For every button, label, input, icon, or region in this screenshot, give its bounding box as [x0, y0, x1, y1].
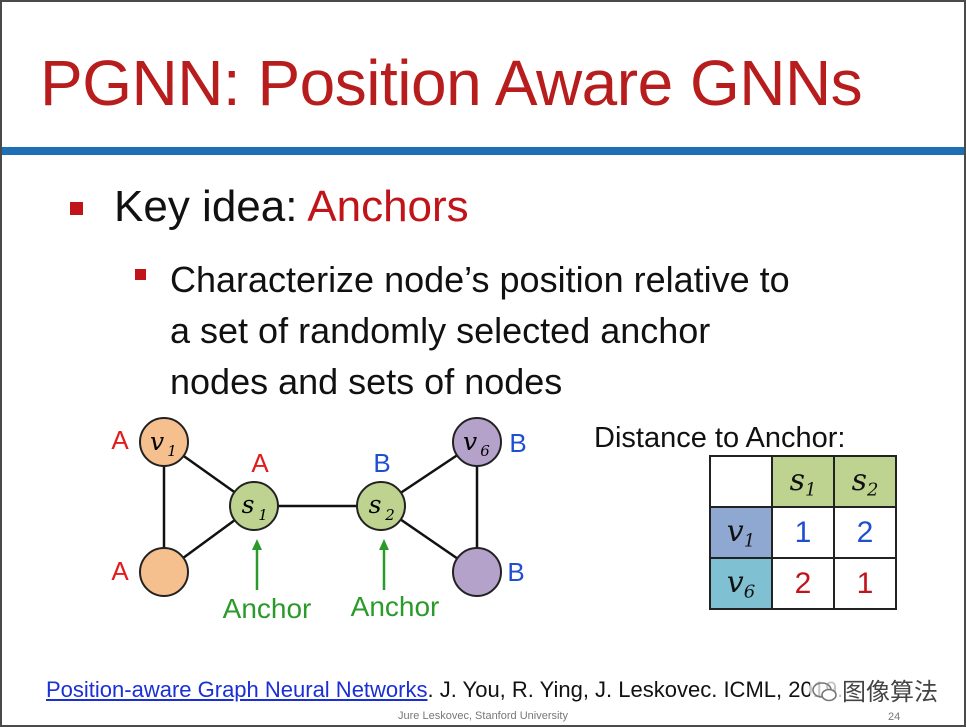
node-a-low-circle: [139, 547, 189, 597]
node-v1-sub: 1: [167, 442, 177, 460]
sub-bullet-line-1: Characterize node’s position relative to: [170, 259, 790, 300]
sub-bullet-line-3: nodes and sets of nodes: [170, 361, 563, 402]
anchor-arrow-s1: [252, 539, 262, 590]
node-b-low: [452, 547, 502, 597]
sub-bullet-text: Characterize node’s position relative to…: [170, 254, 910, 407]
node-s2-sub: 2: [384, 506, 395, 524]
footer-author: Jure Leskovec, Stanford University: [398, 710, 568, 722]
anchor-label-2: Anchor: [351, 591, 440, 622]
node-v6-circle: [452, 417, 502, 467]
anchor-arrow-s2: [379, 539, 389, 590]
sub-bullet-marker: [135, 269, 146, 280]
cell-v1-s2: 2: [833, 506, 897, 559]
reference-citation: Position-aware Graph Neural Networks. J.…: [46, 677, 843, 703]
watermark: 图像算法: [810, 672, 940, 707]
bullet-key-idea-prefix: Key idea:: [114, 182, 308, 231]
col-header-s1: s1: [771, 455, 835, 508]
set-label-v1: A: [111, 425, 129, 455]
col-header-s2: s2: [833, 455, 897, 508]
wechat-icon: [812, 682, 837, 702]
set-label-v6: B: [509, 428, 526, 458]
set-label-a-low: A: [111, 556, 129, 586]
node-s2-var: s: [369, 490, 382, 519]
set-label-s2: B: [373, 448, 390, 478]
table-row: v6 2 1: [709, 557, 897, 610]
table-corner-cell: [709, 455, 773, 508]
reference-link[interactable]: Position-aware Graph Neural Networks: [46, 677, 428, 702]
set-label-b-low: B: [507, 557, 524, 587]
node-a-low: [139, 547, 189, 597]
anchor-label-1: Anchor: [223, 593, 312, 624]
page-number: 24: [888, 711, 901, 723]
node-v6: v 6: [452, 417, 502, 467]
cell-v1-s1: 1: [771, 506, 835, 559]
set-label-s1: A: [251, 448, 269, 478]
node-s2: s 2: [356, 481, 406, 531]
node-s1-circle: [229, 481, 279, 531]
node-s2-circle: [356, 481, 406, 531]
cell-v6-s1: 2: [771, 557, 835, 610]
node-b-low-circle: [452, 547, 502, 597]
bullet-key-idea-highlight: Anchors: [307, 182, 469, 231]
distance-table-label: Distance to Anchor:: [594, 422, 846, 454]
table-row: v1 1 2: [709, 506, 897, 559]
row-header-v6: v6: [709, 557, 773, 610]
node-v1-var: v: [150, 427, 164, 456]
node-v6-var: v: [463, 427, 477, 456]
sub-bullet-line-2: a set of randomly selected anchor: [170, 310, 711, 351]
row-header-v1: v1: [709, 506, 773, 559]
reference-authors: . J. You, R. Ying, J. Leskovec. ICML, 20…: [427, 677, 844, 702]
node-s1-sub: 1: [258, 506, 268, 524]
watermark-text: 图像算法: [842, 679, 938, 706]
page-title: PGNN: Position Aware GNNs: [40, 47, 863, 119]
title-divider: [2, 147, 964, 155]
bullet-marker: [70, 202, 83, 215]
graph-edges: [162, 440, 479, 574]
cell-v6-s2: 1: [833, 557, 897, 610]
graph-diagram: v 1 s 1 s 2 v 6 A A A B B B: [111, 417, 527, 624]
node-s1: s 1: [229, 481, 279, 531]
node-v1-circle: [139, 417, 189, 467]
node-v1: v 1: [139, 417, 189, 467]
node-v6-sub: 6: [480, 442, 490, 460]
table-row: s1 s2: [709, 455, 897, 508]
distance-table: s1 s2 v1 1 2 v6 2 1: [709, 455, 897, 610]
node-s1-var: s: [242, 490, 255, 519]
